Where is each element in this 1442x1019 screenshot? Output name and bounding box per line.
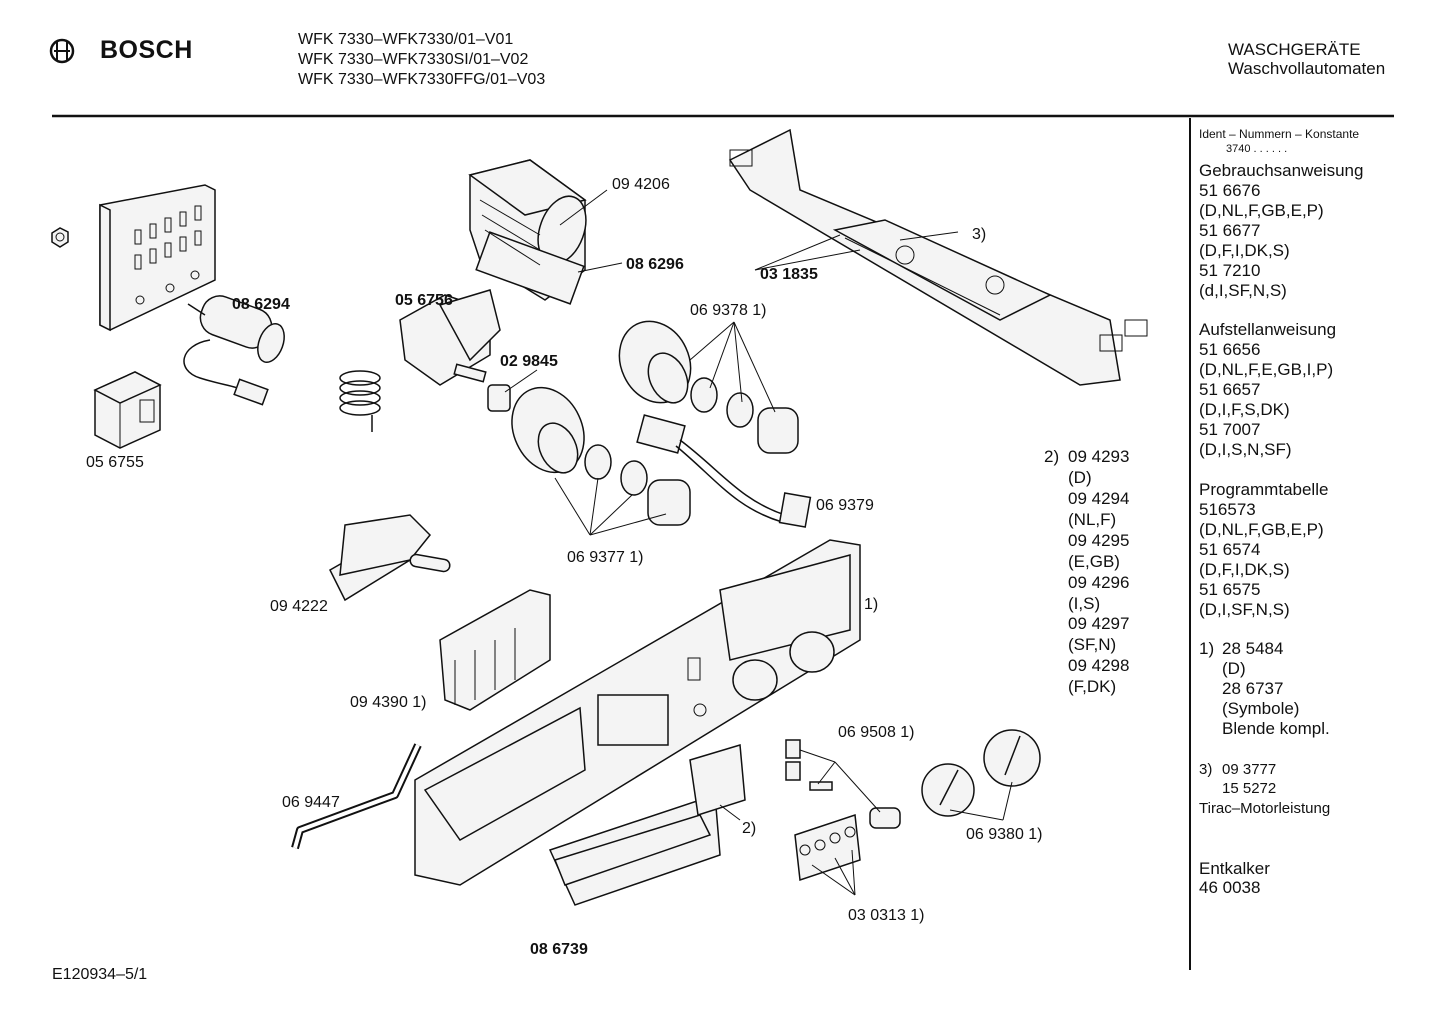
label-056756: 05 6756 <box>395 292 453 309</box>
gebrauch-item: 51 6677 <box>1199 221 1261 240</box>
control-panel-part <box>414 539 861 886</box>
knob-cap-lower-part <box>511 386 585 474</box>
gebrauch-item: 51 6676 <box>1199 181 1261 200</box>
label-069508: 06 9508 1) <box>838 724 915 741</box>
variant-item: (SF,N) <box>1068 635 1117 654</box>
variant-item: 09 4295 <box>1068 531 1130 550</box>
label-094222: 09 4222 <box>270 598 328 615</box>
variant-item: 09 4294 <box>1068 489 1130 508</box>
variant-item: 09 4293 <box>1068 447 1130 466</box>
aufstell-item: 51 7007 <box>1199 420 1261 439</box>
note1-item: 28 5484 <box>1222 639 1284 658</box>
label-086296: 08 6296 <box>626 256 684 273</box>
label-029845: 02 9845 <box>500 353 558 370</box>
brand-name: BOSCH <box>100 36 193 64</box>
gebrauch-item: (D,F,I,DK,S) <box>1199 241 1290 260</box>
label-031835: 03 1835 <box>760 266 818 283</box>
label-note2-cover: 2) <box>742 820 757 837</box>
note1-item: 28 6737 <box>1222 679 1284 698</box>
label-note1-panel: 1) <box>864 596 879 613</box>
label-069378: 06 9378 1) <box>690 302 767 319</box>
label-056755: 05 6755 <box>86 454 144 471</box>
programm-item: 516573 <box>1199 500 1256 519</box>
dispenser-pump-part <box>468 159 587 305</box>
programm-item: (D,I,SF,N,S) <box>1199 600 1290 619</box>
programm-title: Programmtabelle <box>1199 480 1329 499</box>
ident-title: Ident – Nummern – Konstante <box>1199 127 1360 141</box>
gebrauch-item: (d,I,SF,N,S) <box>1199 281 1287 300</box>
variant-item: (F,DK) <box>1068 677 1117 696</box>
label-069447: 06 9447 <box>282 794 340 811</box>
programm-item: 51 6575 <box>1199 580 1261 599</box>
aufstell-title: Aufstellanweisung <box>1199 320 1337 339</box>
rotary-knob-parts <box>921 729 1041 817</box>
knob-disc-parts <box>584 377 799 526</box>
variant-item: (D) <box>1068 468 1092 487</box>
label-note3-board: 3) <box>972 226 987 243</box>
bosch-logo-icon <box>49 38 75 64</box>
timer-switch-part <box>339 289 511 432</box>
entkalker-title: Entkalker <box>1199 859 1270 878</box>
programm-item: (D,NL,F,GB,E,P) <box>1199 520 1324 539</box>
mounting-bracket-part <box>99 184 216 332</box>
nut-part <box>51 227 69 248</box>
label-030313: 03 0313 1) <box>848 907 925 924</box>
wire-harness-part <box>636 414 812 528</box>
document-code: E120934–5/1 <box>52 966 148 983</box>
key-block-part <box>439 589 551 711</box>
variant-item: 09 4298 <box>1068 656 1130 675</box>
aufstell-item: (D,NL,F,E,GB,I,P) <box>1199 360 1334 379</box>
gebrauch-item: (D,NL,F,GB,E,P) <box>1199 201 1324 220</box>
gebrauch-item: 51 7210 <box>1199 261 1261 280</box>
variant-item: (I,S) <box>1068 594 1101 613</box>
label-069380: 06 9380 1) <box>966 826 1043 843</box>
label-069379: 06 9379 <box>816 497 874 514</box>
capacitor-part <box>183 295 285 406</box>
indicator-lamp-parts <box>785 739 901 829</box>
variant-item: 09 4297 <box>1068 614 1130 633</box>
variant-item: (E,GB) <box>1068 552 1120 571</box>
note3-item: 09 3777 <box>1222 761 1277 778</box>
program-switch-part <box>329 514 451 602</box>
note3-text: Tirac–Motorleistung <box>1199 800 1331 817</box>
category-title: WASCHGERÄTE <box>1228 40 1361 59</box>
variants-marker: 2) <box>1044 447 1060 466</box>
leader-lines <box>504 189 1013 896</box>
note1-item: (Symbole) <box>1222 699 1300 718</box>
note1-item: (D) <box>1222 659 1246 678</box>
gebrauch-title: Gebrauchsanweisung <box>1199 161 1364 180</box>
label-094390: 09 4390 1) <box>350 694 427 711</box>
ident-value: 3740 . . . . . . <box>1226 143 1288 155</box>
programm-item: 51 6574 <box>1199 540 1261 559</box>
aufstell-item: 51 6657 <box>1199 380 1261 399</box>
aufstell-item: (D,I,F,S,DK) <box>1199 400 1290 419</box>
knob-cap-upper-part <box>618 320 692 404</box>
circuit-board-part <box>728 128 1148 386</box>
variant-item: 09 4296 <box>1068 573 1130 592</box>
note1-marker: 1) <box>1199 639 1215 658</box>
aufstell-item: 51 6656 <box>1199 340 1261 359</box>
label-086294: 08 6294 <box>232 296 290 313</box>
transformer-part <box>93 371 162 449</box>
variant-item: (NL,F) <box>1068 510 1117 529</box>
label-086739: 08 6739 <box>530 941 588 958</box>
note3-marker: 3) <box>1199 761 1213 778</box>
dispenser-cover-part <box>548 744 746 906</box>
programm-item: (D,F,I,DK,S) <box>1199 560 1290 579</box>
push-button-parts <box>794 813 861 882</box>
model-line-2: WFK 7330–WFK7330SI/01–V02 <box>298 51 529 68</box>
aufstell-item: (D,I,S,N,SF) <box>1199 440 1292 459</box>
door-handle-part <box>291 743 422 850</box>
model-line-3: WFK 7330–WFK7330FFG/01–V03 <box>298 71 546 88</box>
label-069377: 06 9377 1) <box>567 549 644 566</box>
category-subtitle: Waschvollautomaten <box>1228 59 1386 78</box>
label-094206: 09 4206 <box>612 176 670 193</box>
entkalker-value: 46 0038 <box>1199 878 1261 897</box>
model-line-1: WFK 7330–WFK7330/01–V01 <box>298 31 514 48</box>
note3-item: 15 5272 <box>1222 780 1277 797</box>
note1-item: Blende kompl. <box>1222 719 1330 738</box>
